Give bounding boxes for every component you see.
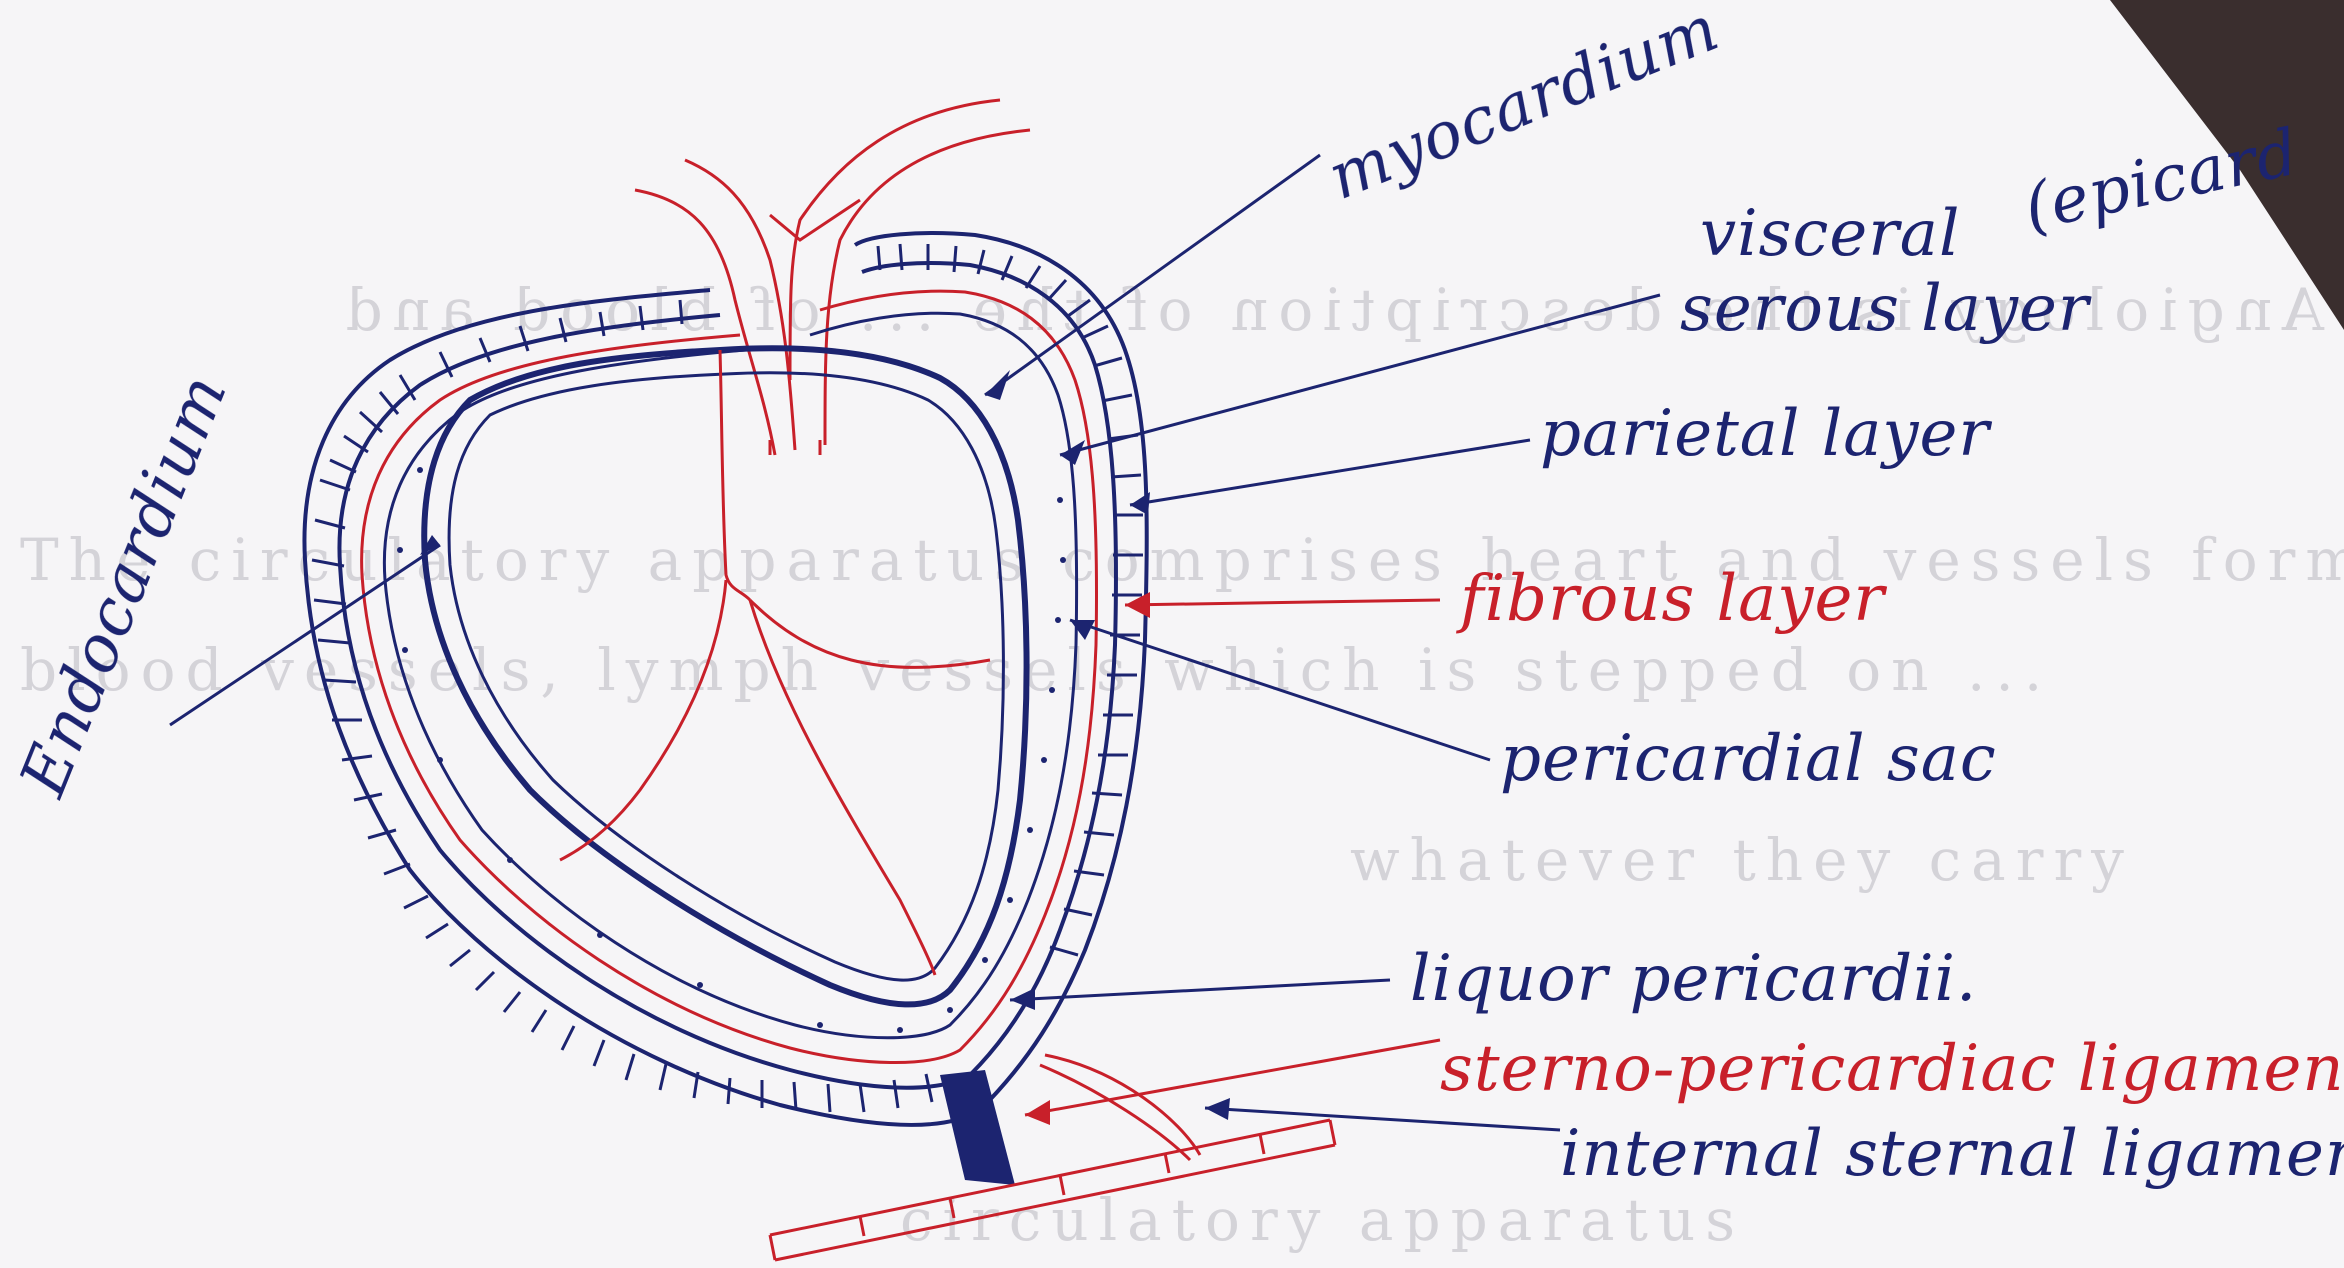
leader-fibrous	[1125, 600, 1440, 605]
label-liquor-pericardii: liquor pericardii.	[1410, 942, 1977, 1016]
svg-text:blood vessels, lymph vessels w: blood vessels, lymph vessels which is st…	[20, 636, 2052, 704]
leader-sterno	[1025, 1040, 1440, 1115]
label-fibrous-layer: fibrous layer	[1456, 562, 1887, 636]
arrowhead-sterno	[1025, 1100, 1050, 1125]
svg-text:whatever they carry: whatever they carry	[1350, 826, 2134, 894]
svg-text:The circulatory apparatus comp: The circulatory apparatus comprises hear…	[20, 526, 2344, 594]
label-myocardium: myocardium	[1318, 0, 1729, 215]
label-internal-sternal-ligament: internal sternal ligament.	[1560, 1117, 2344, 1191]
arrowheads	[420, 370, 1230, 1120]
leader-internal-sternal	[1205, 1108, 1560, 1130]
leader-parietal	[1130, 440, 1530, 505]
label-serous-layer: serous layer	[1680, 272, 2092, 346]
bleed-line-4: whatever they carry	[1350, 826, 2134, 894]
label-epicardium: (epicard	[2018, 116, 2305, 246]
label-parietal-layer: parietal layer	[1540, 397, 1992, 471]
label-sterno-pericardiac-ligament: sterno-pericardiac ligament.	[1440, 1032, 2344, 1106]
vessel-v	[770, 200, 860, 240]
bleed-line-2: The circulatory apparatus comprises hear…	[20, 526, 2344, 594]
svg-text:circulatory apparatus: circulatory apparatus	[900, 1186, 1745, 1254]
bleed-line-5: circulatory apparatus	[900, 1186, 1745, 1254]
label-pericardial-sac: pericardial sac	[1500, 722, 1997, 796]
bleed-line-3: blood vessels, lymph vessels which is st…	[20, 636, 2052, 704]
label-visceral: visceral	[1700, 197, 1960, 271]
